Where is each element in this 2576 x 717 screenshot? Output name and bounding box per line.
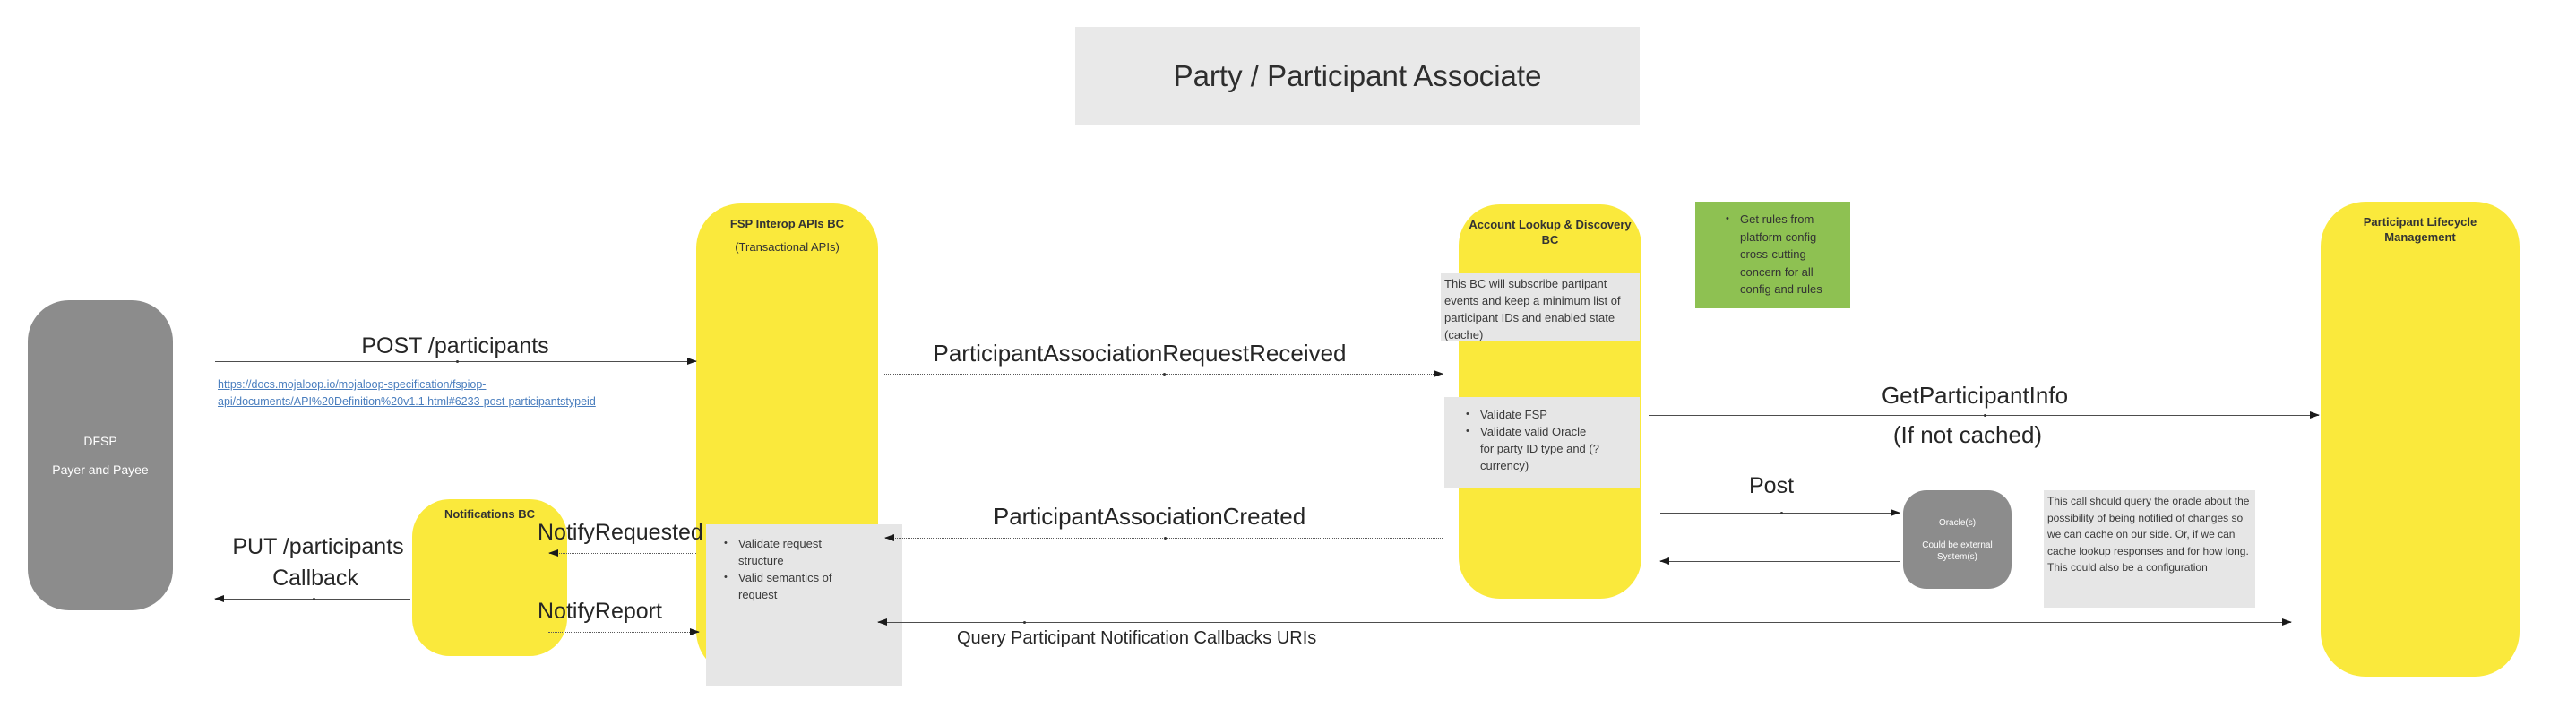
arrow-post-participants xyxy=(215,358,697,365)
arrow-post-oracle xyxy=(1660,509,1900,516)
actor-oracle: Oracle(s) Could be external System(s) xyxy=(1903,490,2012,589)
arrow-oracle-return xyxy=(1659,557,1900,565)
label-post-oracle: Post xyxy=(1748,473,1795,498)
box-account-lookup-bc: Account Lookup & Discovery BC This BC wi… xyxy=(1441,204,1641,599)
note-validate-request-item: Valid semantics of request xyxy=(719,569,868,603)
arrowhead-right-icon xyxy=(687,358,697,365)
arrowhead-left-icon xyxy=(1659,557,1669,565)
arrow-get-participant-info xyxy=(1649,411,2320,419)
arrow-put-callback xyxy=(214,595,410,602)
arrowhead-right-icon xyxy=(1891,509,1900,516)
arrowhead-right-icon xyxy=(1434,370,1443,377)
arrowhead-right-icon xyxy=(2282,618,2292,626)
link-post-participants-spec: https://docs.mojaloop.io/mojaloop-specif… xyxy=(218,376,596,410)
arrow-notify-requested xyxy=(548,549,696,557)
box-participant-lifecycle: Participant Lifecycle Management xyxy=(2321,202,2520,677)
arrowhead-left-icon xyxy=(548,549,558,557)
note-validate-fsp-item: Validate valid Oracle for party ID type … xyxy=(1460,423,1599,474)
arrow-notify-report xyxy=(548,628,700,635)
participant-lifecycle-title: Participant Lifecycle Management xyxy=(2363,215,2477,244)
arrowhead-left-icon xyxy=(884,534,894,541)
actor-dfsp: DFSP Payer and Payee xyxy=(28,300,173,610)
label-association-created: ParticipantAssociationCreated xyxy=(993,503,1306,530)
notifications-bc-title: Notifications BC xyxy=(444,507,536,521)
arrowhead-left-icon xyxy=(877,618,887,626)
note-validate-request: Validate request structure Valid semanti… xyxy=(706,524,902,686)
box-notifications-bc: Notifications BC xyxy=(412,499,567,656)
arrowhead-right-icon xyxy=(690,628,700,635)
note-validate-request-item: Validate request structure xyxy=(719,535,868,569)
note-validate-fsp-item: Validate FSP xyxy=(1460,406,1599,423)
diagram-title-text: Party / Participant Associate xyxy=(1173,59,1542,92)
arrow-query-uris xyxy=(877,618,2292,626)
label-if-not-cached: (If not cached) xyxy=(1892,421,2043,448)
account-lookup-bc-title: Account Lookup & Discovery BC xyxy=(1469,218,1632,246)
label-notify-requested: NotifyRequested xyxy=(538,520,703,545)
dfsp-name: DFSP xyxy=(83,434,117,448)
arrowhead-left-icon xyxy=(214,595,224,602)
label-post-participants: POST /participants xyxy=(361,333,549,358)
arrow-request-received xyxy=(883,370,1443,377)
fsp-interop-bc-title: FSP Interop APIs BC xyxy=(729,217,845,230)
note-platform-rules-item: Get rules from platform config cross-cut… xyxy=(1720,211,1832,298)
label-notify-report: NotifyReport xyxy=(538,599,662,624)
arrow-association-created xyxy=(884,534,1443,541)
note-oracle-cache: This call should query the oracle about … xyxy=(2044,490,2255,608)
oracle-desc-line: Could be external xyxy=(1922,540,1993,550)
diagram-title: Party / Participant Associate xyxy=(1075,27,1640,125)
label-put-callback-line2: Callback xyxy=(272,566,358,591)
note-oracle-cache-text2: This could also be a configuration xyxy=(2047,561,2208,574)
note-validate-fsp: Validate FSP Validate valid Oracle for p… xyxy=(1444,397,1640,488)
label-request-received: ParticipantAssociationRequestReceived xyxy=(933,340,1347,367)
oracle-name: Oracle(s) xyxy=(1938,517,1977,528)
note-oracle-cache-text: This call should query the oracle about … xyxy=(2047,495,2250,557)
box-fsp-interop-bc: FSP Interop APIs BC (Transactional APIs)… xyxy=(696,203,902,686)
label-put-callback-line1: PUT /participants xyxy=(232,534,404,559)
note-subscribe-events: This BC will subscribe partipant events … xyxy=(1441,273,1640,341)
spec-hyperlink[interactable]: https://docs.mojaloop.io/mojaloop-specif… xyxy=(218,378,596,408)
oracle-desc-line: System(s) xyxy=(1937,551,1977,562)
label-get-participant-info: GetParticipantInfo xyxy=(1881,382,2069,409)
fsp-interop-bc-subtitle: (Transactional APIs) xyxy=(735,240,840,254)
label-query-uris: Query Participant Notification Callbacks… xyxy=(957,628,1317,648)
dfsp-role: Payer and Payee xyxy=(52,462,149,477)
arrowhead-right-icon xyxy=(2310,411,2320,419)
note-platform-rules: Get rules from platform config cross-cut… xyxy=(1695,202,1850,308)
